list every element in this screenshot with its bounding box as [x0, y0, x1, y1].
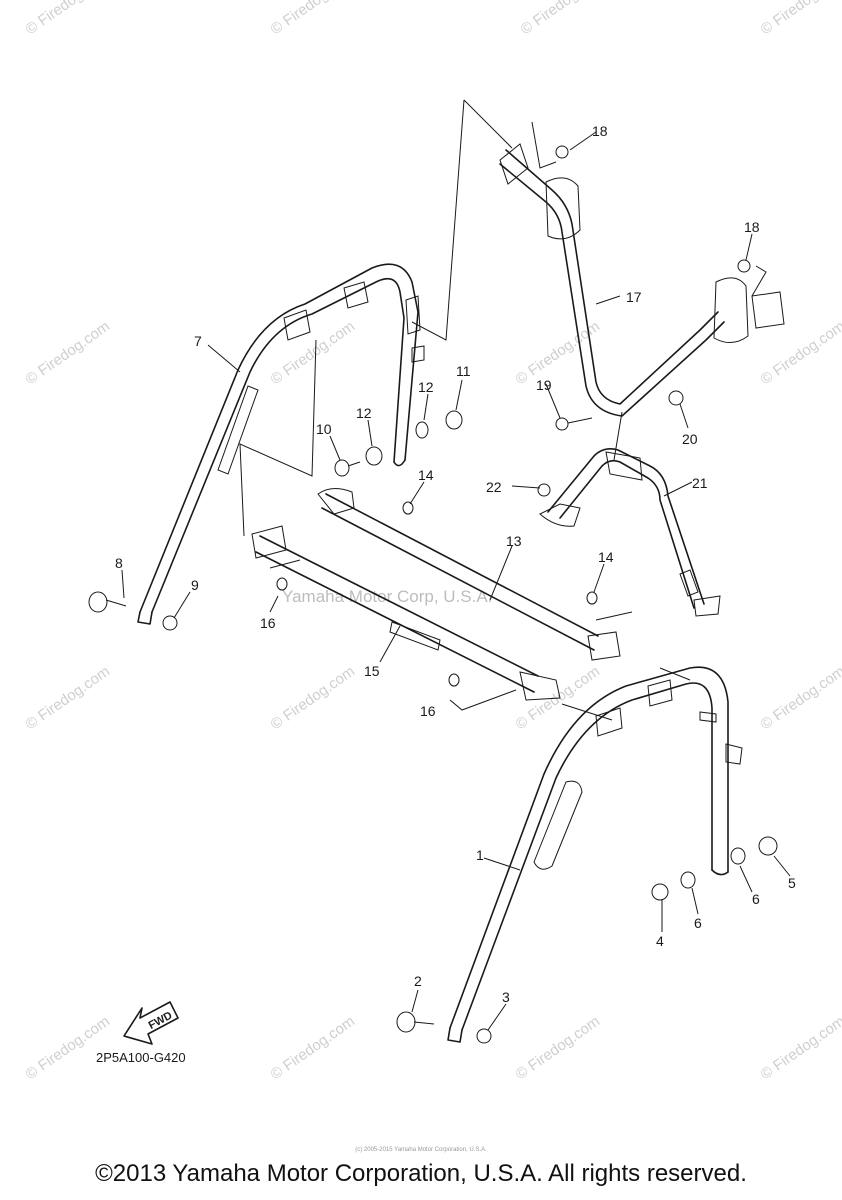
callout-5: 5 — [788, 875, 796, 891]
center-watermark: Yamaha Motor Corp, U.S.A. — [282, 587, 492, 606]
watermark: © Firedog.com — [268, 663, 359, 733]
fwd-arrow-icon: FWD — [123, 1001, 179, 1045]
part-15-lower-bar — [251, 525, 561, 701]
watermark: © Firedog.com — [23, 663, 114, 733]
watermark: © Firedog.com — [268, 1013, 359, 1083]
watermark: © Firedog.com — [758, 318, 842, 388]
bolt-20 — [668, 390, 684, 406]
watermark: © Firedog.com — [758, 1013, 842, 1083]
watermark: © Firedog.com — [758, 663, 842, 733]
callout-6: 6 — [694, 915, 702, 931]
callout-22: 22 — [486, 479, 502, 495]
washer-12 — [415, 421, 429, 439]
bolt-4 — [651, 883, 669, 901]
collar-12 — [365, 446, 383, 466]
tiny-copyright: (c) 2005-2015 Yamaha Motor Corporation, … — [355, 1147, 487, 1153]
callout-14: 14 — [598, 549, 614, 565]
bolt-18 — [737, 259, 751, 273]
washer-6 — [730, 847, 746, 865]
callout-7: 7 — [194, 333, 202, 349]
bolt-18 — [555, 145, 569, 159]
callout-16: 16 — [260, 615, 276, 631]
callout-6: 6 — [752, 891, 760, 907]
callout-1: 1 — [476, 847, 484, 863]
copyright-footer: ©2013 Yamaha Motor Corporation, U.S.A. A… — [95, 1160, 747, 1187]
callout-2: 2 — [414, 973, 422, 989]
diagram-code: 2P5A100-G420 — [96, 1050, 186, 1065]
nut-3 — [476, 1028, 492, 1044]
callout-10: 10 — [316, 421, 332, 437]
watermark: © Firedog.com — [518, 0, 609, 38]
bolt-11 — [445, 410, 463, 430]
bolt-16 — [448, 673, 460, 687]
bolt-8 — [88, 591, 108, 613]
nut-9 — [162, 615, 178, 631]
part-7-rear-hoop — [137, 263, 425, 625]
callout-12: 12 — [418, 379, 434, 395]
bolt-22 — [537, 483, 551, 497]
watermark: © Firedog.com — [23, 318, 114, 388]
callout-20: 20 — [682, 431, 698, 447]
watermark-layer: © Firedog.com © Firedog.com © Firedog.co… — [23, 0, 842, 1083]
part-13-cross-bar — [317, 488, 621, 661]
callout-16: 16 — [420, 703, 436, 719]
callout-13: 13 — [506, 533, 522, 549]
fasteners — [88, 145, 778, 1044]
callout-3: 3 — [502, 989, 510, 1005]
watermark: © Firedog.com — [23, 1013, 114, 1083]
alignment-lines — [239, 99, 767, 721]
callout-21: 21 — [692, 475, 708, 491]
callout-12: 12 — [356, 405, 372, 421]
watermark: © Firedog.com — [513, 1013, 604, 1083]
callout-11: 11 — [456, 363, 471, 379]
callouts: 1 2 3 4 5 6 6 7 8 9 10 11 12 12 13 14 14… — [115, 123, 796, 1005]
callout-14: 14 — [418, 467, 434, 483]
watermark: © Firedog.com — [758, 0, 842, 38]
watermark: © Firedog.com — [513, 318, 604, 388]
callout-18: 18 — [592, 123, 608, 139]
watermark: © Firedog.com — [268, 318, 359, 388]
bolt-19 — [555, 417, 569, 431]
callout-8: 8 — [115, 555, 123, 571]
part-1-front-hoop — [447, 666, 743, 1043]
callout-19: 19 — [536, 377, 552, 393]
part-17-upper-brace — [499, 143, 785, 417]
callout-15: 15 — [364, 663, 380, 679]
bolt-2 — [396, 1011, 416, 1033]
watermark: © Firedog.com — [268, 0, 359, 38]
callout-18: 18 — [744, 219, 760, 235]
callout-9: 9 — [191, 577, 199, 593]
leader-lines — [121, 131, 791, 1031]
bolt-10 — [334, 459, 350, 477]
part-21-lower-brace — [539, 448, 721, 617]
bolt-16 — [276, 577, 288, 591]
callout-4: 4 — [656, 933, 664, 949]
bolt-14 — [586, 591, 598, 605]
bolt-14 — [402, 501, 414, 515]
bolt-5 — [758, 836, 778, 856]
watermark: © Firedog.com — [23, 0, 114, 38]
callout-17: 17 — [626, 289, 642, 305]
washer-6 — [680, 871, 696, 889]
